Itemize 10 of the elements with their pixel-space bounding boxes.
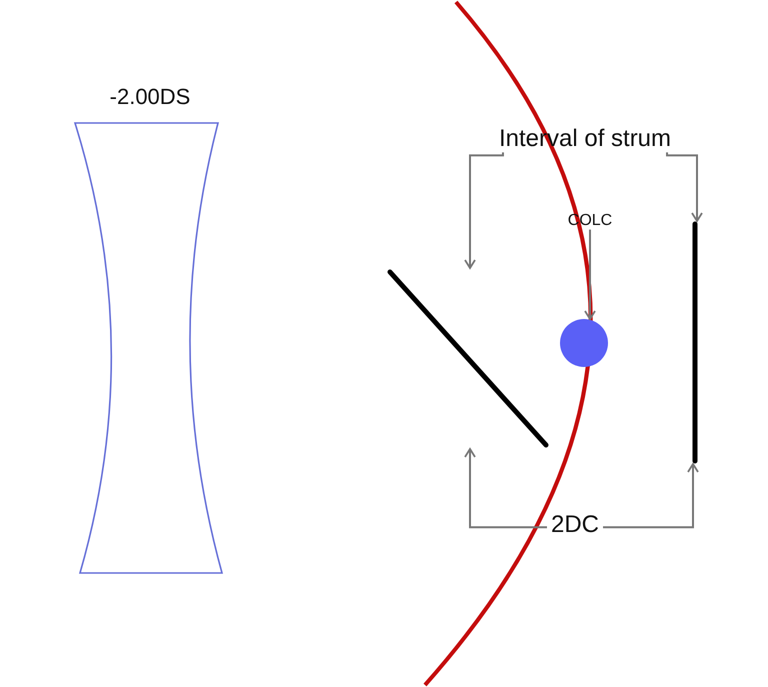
blur-circle — [560, 319, 608, 367]
text-label: 2DC — [551, 512, 599, 538]
arrow — [603, 463, 699, 528]
focal-line — [386, 268, 550, 449]
arrow — [464, 448, 547, 528]
arrow — [584, 230, 596, 320]
arrow — [666, 152, 703, 222]
lens-power-label: -2.00DS — [110, 85, 190, 110]
arrow — [464, 152, 504, 269]
focal-line — [691, 221, 699, 464]
